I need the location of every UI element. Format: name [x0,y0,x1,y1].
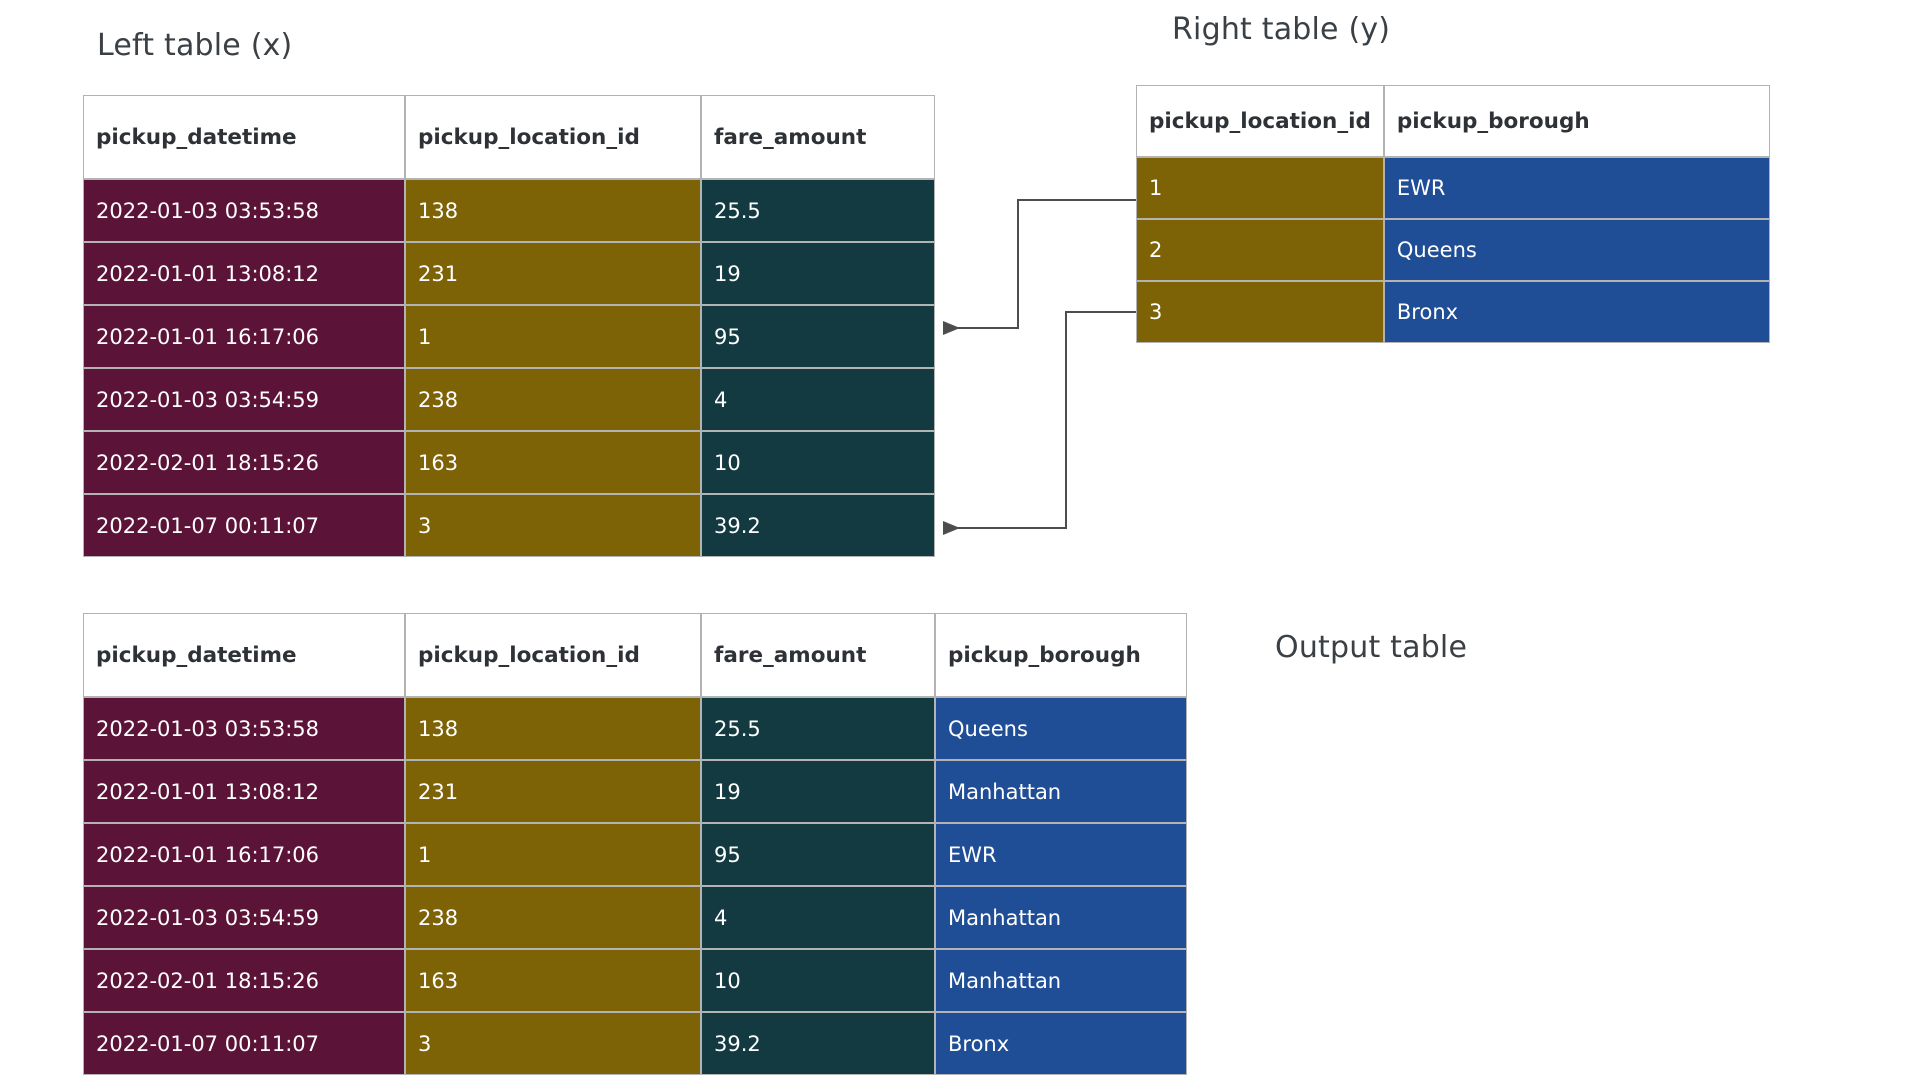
cell-fare-amount: 19 [701,760,935,823]
column-header-fare-amount: fare_amount [701,613,935,697]
cell-pickup-datetime: 2022-01-01 16:17:06 [83,305,405,368]
table-row: 2022-02-01 18:15:26 163 10 Manhattan [83,949,1187,1012]
cell-fare-amount: 10 [701,949,935,1012]
cell-pickup-borough: Bronx [935,1012,1187,1075]
cell-pickup-borough: Manhattan [935,886,1187,949]
cell-pickup-borough: Manhattan [935,949,1187,1012]
cell-pickup-datetime: 2022-01-01 16:17:06 [83,823,405,886]
cell-pickup-location-id: 163 [405,431,701,494]
cell-pickup-location-id: 231 [405,242,701,305]
table-header-row: pickup_datetime pickup_location_id fare_… [83,95,935,179]
cell-pickup-borough: Queens [1383,219,1770,281]
column-header-pickup-location-id: pickup_location_id [1136,85,1384,157]
column-header-fare-amount: fare_amount [701,95,935,179]
cell-pickup-location-id: 2 [1136,219,1384,281]
cell-pickup-datetime: 2022-01-01 13:08:12 [83,760,405,823]
table-row: 2022-02-01 18:15:26 163 10 [83,431,935,494]
cell-fare-amount: 4 [701,886,935,949]
cell-pickup-location-id: 3 [405,494,701,557]
table-row: 2022-01-07 00:11:07 3 39.2 Bronx [83,1012,1187,1075]
table-row: 2022-01-03 03:53:58 138 25.5 Queens [83,697,1187,760]
cell-pickup-borough: Bronx [1383,281,1770,343]
connector-arrow-key-3 [943,311,1136,535]
table-row: 2022-01-03 03:54:59 238 4 Manhattan [83,886,1187,949]
cell-fare-amount: 25.5 [701,697,935,760]
cell-pickup-datetime: 2022-02-01 18:15:26 [83,949,405,1012]
cell-pickup-location-id: 1 [405,823,701,886]
cell-pickup-location-id: 163 [405,949,701,1012]
column-header-pickup-datetime: pickup_datetime [83,613,405,697]
cell-fare-amount: 39.2 [701,1012,935,1075]
column-header-pickup-datetime: pickup_datetime [83,95,405,179]
right-table: pickup_location_id pickup_borough 1 EWR … [1136,85,1770,343]
cell-pickup-datetime: 2022-01-03 03:53:58 [83,179,405,242]
table-header-row: pickup_datetime pickup_location_id fare_… [83,613,1187,697]
cell-pickup-location-id: 238 [405,368,701,431]
cell-pickup-datetime: 2022-01-07 00:11:07 [83,494,405,557]
right-table-caption: Right table (y) [1172,12,1391,47]
cell-fare-amount: 10 [701,431,935,494]
table-row: 2022-01-01 13:08:12 231 19 Manhattan [83,760,1187,823]
column-header-pickup-location-id: pickup_location_id [405,95,701,179]
connector-arrow-key-1 [943,199,1136,335]
cell-pickup-location-id: 238 [405,886,701,949]
cell-pickup-datetime: 2022-02-01 18:15:26 [83,431,405,494]
table-row: 2 Queens [1136,219,1770,281]
cell-fare-amount: 95 [701,823,935,886]
cell-pickup-location-id: 3 [1136,281,1384,343]
table-row: 2022-01-03 03:53:58 138 25.5 [83,179,935,242]
table-header-row: pickup_location_id pickup_borough [1136,85,1770,157]
cell-pickup-location-id: 231 [405,760,701,823]
cell-fare-amount: 95 [701,305,935,368]
cell-pickup-datetime: 2022-01-01 13:08:12 [83,242,405,305]
cell-pickup-datetime: 2022-01-03 03:54:59 [83,886,405,949]
table-row: 2022-01-03 03:54:59 238 4 [83,368,935,431]
output-table: pickup_datetime pickup_location_id fare_… [83,613,1187,1075]
cell-pickup-location-id: 1 [405,305,701,368]
table-row: 1 EWR [1136,157,1770,219]
cell-pickup-borough: Queens [935,697,1187,760]
cell-pickup-location-id: 1 [1136,157,1384,219]
cell-pickup-datetime: 2022-01-07 00:11:07 [83,1012,405,1075]
column-header-pickup-location-id: pickup_location_id [405,613,701,697]
cell-pickup-borough: EWR [1383,157,1770,219]
cell-pickup-datetime: 2022-01-03 03:54:59 [83,368,405,431]
cell-fare-amount: 25.5 [701,179,935,242]
table-row: 3 Bronx [1136,281,1770,343]
cell-fare-amount: 4 [701,368,935,431]
left-table: pickup_datetime pickup_location_id fare_… [83,95,935,557]
table-row: 2022-01-01 16:17:06 1 95 EWR [83,823,1187,886]
left-table-caption: Left table (x) [97,28,293,63]
column-header-pickup-borough: pickup_borough [1383,85,1770,157]
table-row: 2022-01-01 13:08:12 231 19 [83,242,935,305]
cell-pickup-location-id: 3 [405,1012,701,1075]
table-row: 2022-01-07 00:11:07 3 39.2 [83,494,935,557]
cell-pickup-location-id: 138 [405,697,701,760]
cell-pickup-borough: EWR [935,823,1187,886]
table-row: 2022-01-01 16:17:06 1 95 [83,305,935,368]
cell-pickup-borough: Manhattan [935,760,1187,823]
cell-fare-amount: 39.2 [701,494,935,557]
output-table-caption: Output table [1275,630,1468,665]
cell-fare-amount: 19 [701,242,935,305]
column-header-pickup-borough: pickup_borough [935,613,1187,697]
cell-pickup-location-id: 138 [405,179,701,242]
cell-pickup-datetime: 2022-01-03 03:53:58 [83,697,405,760]
